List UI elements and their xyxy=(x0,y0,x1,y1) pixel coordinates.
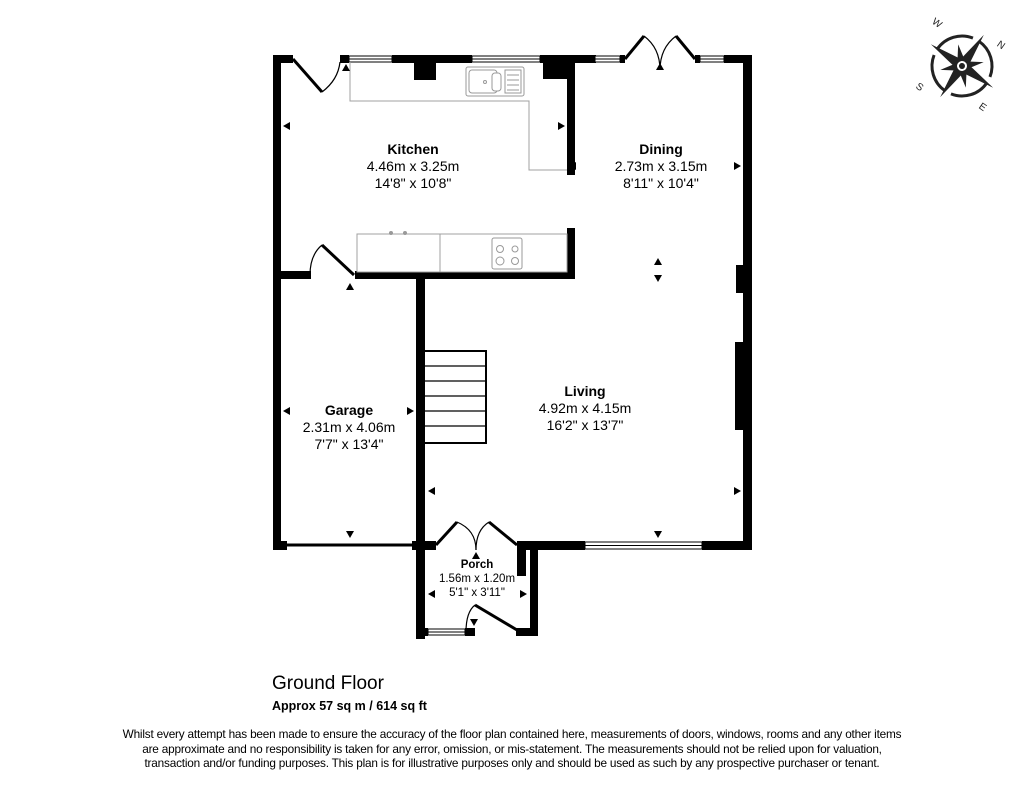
room-metric: 4.46m x 3.25m xyxy=(366,158,460,174)
room-kitchen: Kitchen 4.46m x 3.25m 14'8" x 10'8" xyxy=(367,141,460,192)
room-dining: Dining 2.73m x 3.15m 8'11" x 10'4" xyxy=(615,141,708,192)
room-imperial: 16'2" x 13'7" xyxy=(546,417,624,433)
kitchen-counters xyxy=(349,62,568,273)
room-garage: Garage 2.31m x 4.06m 7'7" x 13'4" xyxy=(303,402,396,453)
room-imperial: 7'7" x 13'4" xyxy=(314,436,384,452)
room-name: Garage xyxy=(324,402,374,418)
room-metric: 2.73m x 3.15m xyxy=(614,158,708,174)
room-imperial: 14'8" x 10'8" xyxy=(374,175,452,191)
room-porch: Porch 1.56m x 1.20m 5'1" x 3'11" xyxy=(439,558,515,600)
room-metric: 4.92m x 4.15m xyxy=(538,400,632,416)
room-imperial: 8'11" x 10'4" xyxy=(623,175,699,191)
room-name: Living xyxy=(564,383,606,399)
room-imperial: 5'1" x 3'11" xyxy=(449,587,505,599)
hob-icon xyxy=(491,237,523,270)
disclaimer-text: Whilst every attempt has been made to en… xyxy=(122,727,902,770)
room-metric: 2.31m x 4.06m xyxy=(302,419,396,435)
room-name: Kitchen xyxy=(387,141,439,157)
stairs xyxy=(425,350,487,444)
room-metric: 1.56m x 1.20m xyxy=(438,573,516,585)
floor-area: Approx 57 sq m / 614 sq ft xyxy=(272,699,427,713)
measurement-arrows xyxy=(283,63,741,626)
compass-rose-icon: W N S E xyxy=(910,14,1014,118)
room-living: Living 4.92m x 4.15m 16'2" x 13'7" xyxy=(539,383,632,434)
walls xyxy=(273,55,752,639)
floor-title: Ground Floor xyxy=(272,673,384,694)
room-name: Dining xyxy=(639,141,683,157)
room-name: Porch xyxy=(460,559,494,571)
doors xyxy=(291,35,697,633)
sink-icon xyxy=(465,66,525,97)
